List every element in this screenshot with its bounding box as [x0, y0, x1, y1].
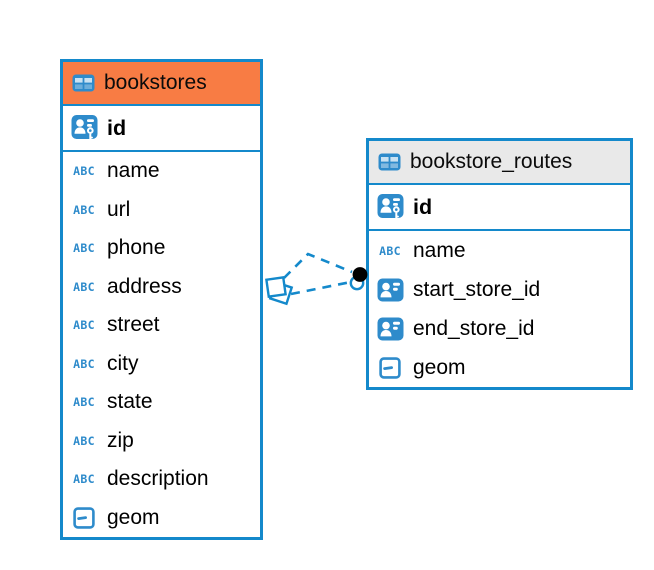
table-header-bookstore-routes[interactable]: bookstore_routes — [369, 141, 630, 185]
table-title: bookstores — [104, 71, 207, 94]
pk-row-bookstore-routes-id[interactable]: id — [369, 185, 630, 231]
text-type-icon: ABC — [73, 202, 95, 217]
text-type-icon: ABC — [73, 395, 95, 410]
person-ref-icon — [376, 317, 404, 341]
column-row[interactable]: end_store_id — [369, 309, 630, 348]
column-label: phone — [107, 236, 166, 260]
table-icon — [377, 153, 401, 171]
relationship-line-2[interactable] — [290, 280, 352, 296]
geometry-type-icon — [70, 507, 98, 529]
column-label: geom — [107, 505, 160, 529]
column-label: city — [107, 351, 139, 375]
column-label: address — [107, 274, 182, 298]
column-label: street — [107, 313, 160, 337]
column-label: state — [107, 390, 153, 414]
text-type-icon: ABC — [73, 356, 95, 371]
column-row[interactable]: geom — [369, 348, 630, 387]
column-label: end_store_id — [413, 316, 535, 340]
geometry-type-icon — [376, 356, 404, 379]
column-label: name — [107, 159, 160, 183]
pk-label: id — [413, 194, 433, 219]
column-label: zip — [107, 428, 134, 452]
column-row[interactable]: ABC name — [369, 231, 630, 270]
table-node-bookstore-routes[interactable]: bookstore_routes id ABC name — [366, 138, 633, 390]
table-title: bookstore_routes — [410, 150, 573, 173]
column-label: url — [107, 197, 131, 221]
column-row[interactable]: ABC phone — [63, 229, 260, 268]
text-type-icon: ABC — [73, 241, 95, 256]
table-icon — [71, 74, 95, 92]
column-label: description — [107, 467, 209, 491]
text-type-icon: ABC — [379, 243, 401, 258]
one-side-marker — [349, 267, 368, 291]
column-row[interactable]: ABC street — [63, 306, 260, 345]
column-row[interactable]: ABC url — [63, 191, 260, 230]
text-type-icon: ABC — [73, 433, 95, 448]
column-row[interactable]: ABC city — [63, 345, 260, 384]
text-type-icon: ABC — [73, 472, 95, 487]
many-side-marker — [265, 276, 294, 306]
text-type-icon: ABC — [73, 318, 95, 333]
person-key-icon — [70, 114, 98, 142]
pk-row-bookstores-id[interactable]: id — [63, 106, 260, 152]
person-ref-icon — [376, 278, 404, 302]
text-type-icon: ABC — [73, 279, 95, 294]
column-row[interactable]: geom — [63, 499, 260, 538]
pk-label: id — [107, 115, 127, 140]
column-label: name — [413, 238, 466, 262]
column-row[interactable]: ABC name — [63, 152, 260, 191]
column-row[interactable]: ABC zip — [63, 422, 260, 461]
person-key-icon — [376, 193, 404, 221]
table-header-bookstores[interactable]: bookstores — [63, 62, 260, 106]
column-row[interactable]: ABC description — [63, 460, 260, 499]
column-label: geom — [413, 355, 466, 379]
column-label: start_store_id — [413, 277, 541, 301]
column-row[interactable]: ABC state — [63, 383, 260, 422]
relationship-line-1[interactable] — [283, 252, 353, 279]
text-type-icon: ABC — [73, 164, 95, 179]
column-row[interactable]: start_store_id — [369, 270, 630, 309]
table-node-bookstores[interactable]: bookstores id ABC name — [60, 59, 263, 540]
column-row[interactable]: ABC address — [63, 268, 260, 307]
